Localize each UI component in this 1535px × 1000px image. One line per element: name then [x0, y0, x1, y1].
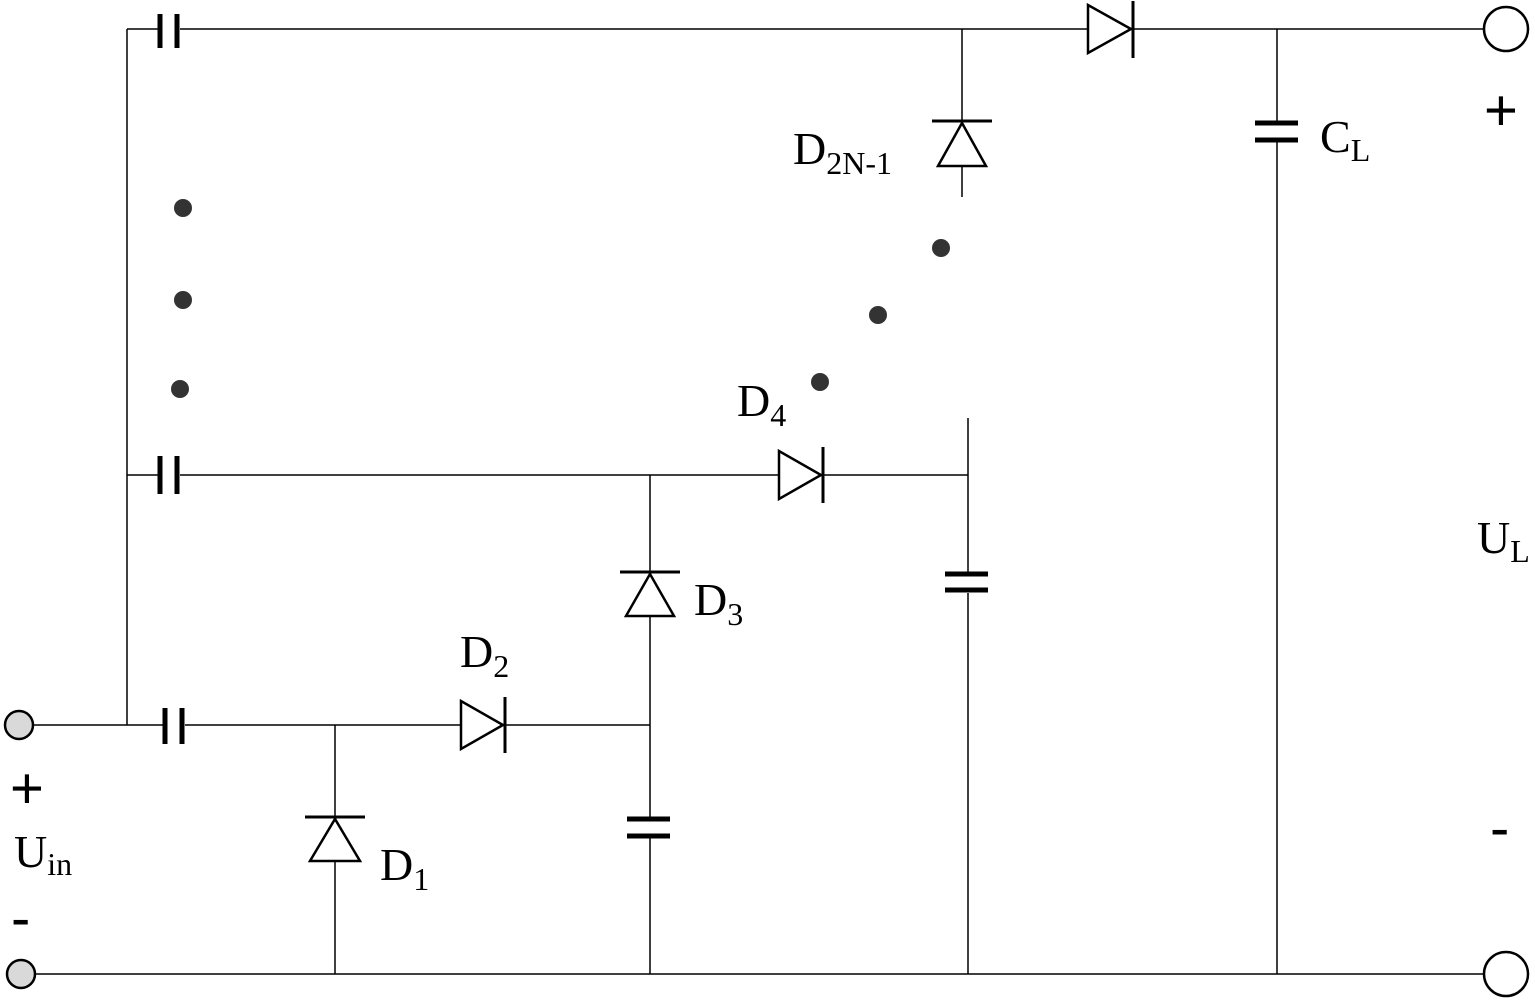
diode-top-output	[1086, 1, 1135, 58]
input-plus-sign: +	[10, 756, 44, 821]
input-minus-sign: -	[11, 886, 30, 951]
vertical-ellipsis	[171, 199, 192, 398]
capacitor-input	[162, 708, 185, 744]
label-d2n-1-sub: 2N-1	[826, 145, 892, 181]
label-d3: D3	[694, 574, 743, 632]
diode-d4	[777, 447, 825, 503]
label-d1-sub: 1	[413, 861, 429, 897]
label-cl-main: C	[1320, 111, 1351, 162]
label-d1-main: D	[380, 839, 413, 890]
label-d2: D2	[460, 626, 509, 684]
wires	[34, 28, 1484, 975]
capacitor-d3-column	[627, 816, 670, 839]
capacitor-cl	[1255, 120, 1298, 143]
diode-icon	[935, 120, 989, 168]
label-ul-main: U	[1477, 512, 1510, 563]
ellipsis-dot-icon	[869, 306, 887, 324]
label-d4-main: D	[737, 375, 770, 426]
label-d2-main: D	[460, 626, 493, 677]
capacitor-middle	[157, 456, 180, 494]
diode-icon	[777, 448, 824, 502]
diode-d2	[459, 697, 507, 753]
ellipsis-dot-icon	[174, 199, 192, 217]
diagonal-ellipsis	[811, 239, 950, 391]
label-d3-main: D	[694, 574, 727, 625]
label-cl-sub: L	[1351, 132, 1371, 168]
output-minus-sign: -	[1490, 796, 1509, 861]
diode-d3	[620, 570, 680, 618]
ellipsis-dot-icon	[932, 239, 950, 257]
label-ul-sub: L	[1510, 533, 1530, 569]
input-minus-terminal-circle-icon	[5, 958, 37, 990]
ellipsis-dot-icon	[811, 373, 829, 391]
label-d4: D4	[737, 375, 786, 433]
diode-icon	[307, 816, 363, 863]
output-plus-sign: +	[1484, 78, 1518, 143]
label-d1: D1	[380, 839, 429, 897]
input-plus-terminal-circle-icon	[3, 709, 35, 741]
capacitor-d4-column	[945, 571, 988, 593]
diode-icon	[623, 571, 677, 618]
diode-d2n-1	[932, 119, 992, 168]
output-plus-terminal-circle-icon	[1482, 5, 1530, 53]
ellipsis-dot-icon	[171, 380, 189, 398]
diode-icon	[1086, 2, 1134, 56]
label-uin-sub: in	[47, 846, 72, 882]
label-ul: UL	[1477, 512, 1530, 569]
label-d2n-1-main: D	[793, 123, 826, 174]
output-minus-terminal-circle-icon	[1482, 950, 1530, 998]
label-d2n-1: D2N-1	[793, 123, 892, 181]
ellipsis-dot-icon	[174, 291, 192, 309]
diode-icon	[459, 698, 506, 752]
label-cl: CL	[1320, 111, 1370, 168]
capacitor-top	[157, 14, 180, 48]
label-d3-sub: 3	[727, 596, 743, 632]
label-d2-sub: 2	[493, 648, 509, 684]
diode-d1	[305, 815, 365, 863]
label-uin-main: U	[14, 826, 47, 877]
label-d4-sub: 4	[770, 397, 786, 433]
label-uin: Uin	[14, 826, 72, 882]
